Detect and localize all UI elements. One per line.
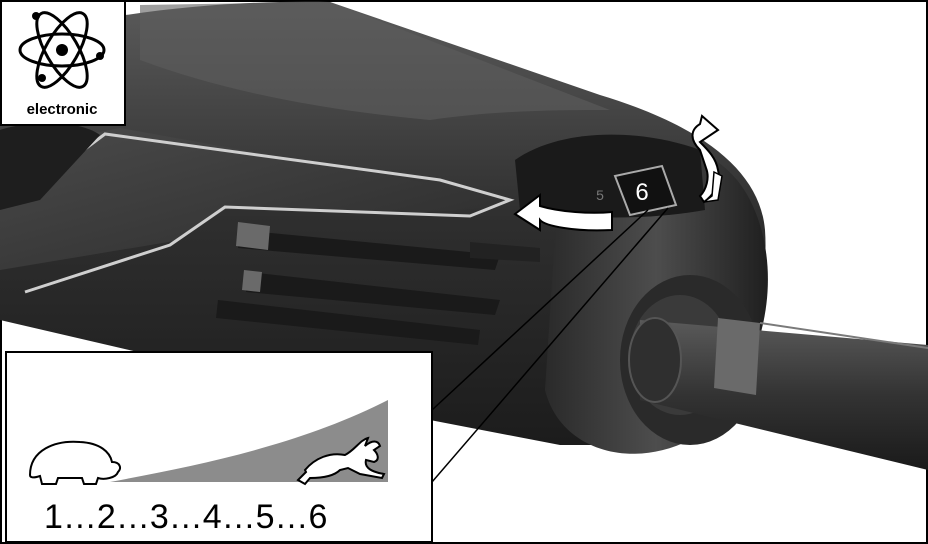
logo-label: electronic [27,101,98,118]
dial-number-prev: 5 [596,187,604,203]
rabbit-icon [296,436,386,486]
speed-dial[interactable]: 6 5 [515,134,705,218]
speed-scale-label: 1…2…3…4…5…6 [44,498,327,536]
turtle-icon [28,440,121,485]
dial-number: 6 [635,179,648,206]
speed-scale-inset: 1…2…3…4…5…6 [5,351,433,543]
electronic-logo: electronic [0,0,126,126]
vent-slots [216,222,540,345]
atom-icon [18,11,106,89]
rotate-arrow-icon [513,114,723,232]
callout-leader [431,207,669,483]
tool-shaft [628,317,928,470]
